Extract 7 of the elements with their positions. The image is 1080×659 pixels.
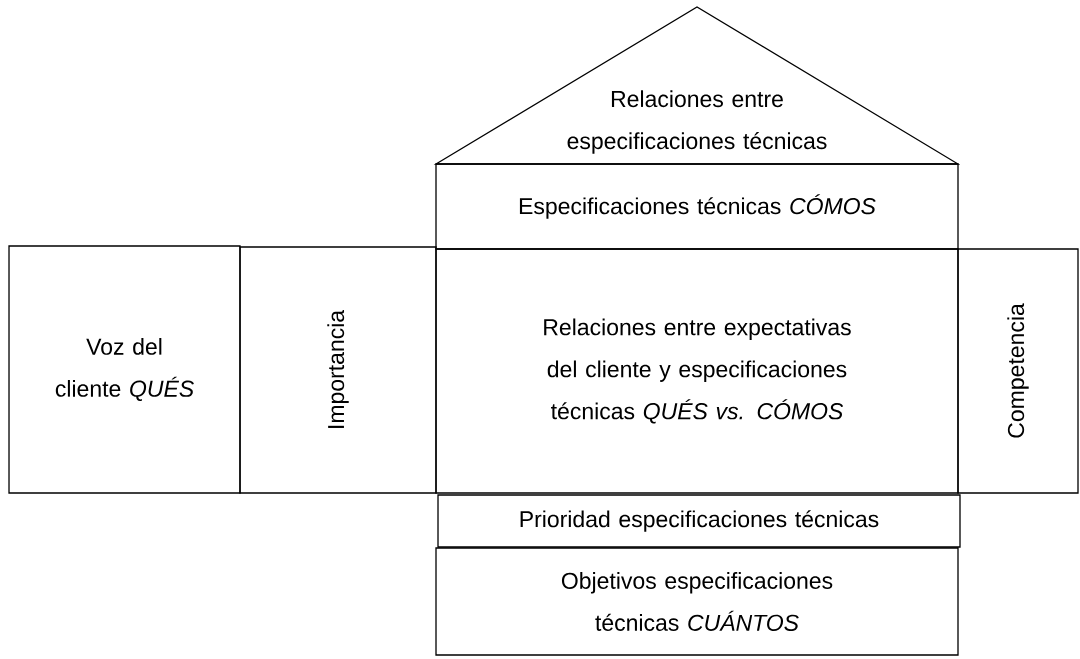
- matrix-box: Importancia: [239, 246, 437, 494]
- row-box: Objetivos especificaciones técnicas CUÁNTOS: [435, 547, 959, 656]
- header-box: Especificaciones técnicas CÓMOS: [435, 163, 959, 250]
- matrix-box: Relaciones entre expectativas del cliente y especificaciones técnicas QUÉS vs. CÓMOS: [435, 248, 959, 494]
- matrix-box: Competencia: [957, 248, 1079, 494]
- matrix-box: Voz del cliente QUÉS: [8, 245, 241, 494]
- row-box: Prioridad especificaciones técnicas: [437, 494, 961, 548]
